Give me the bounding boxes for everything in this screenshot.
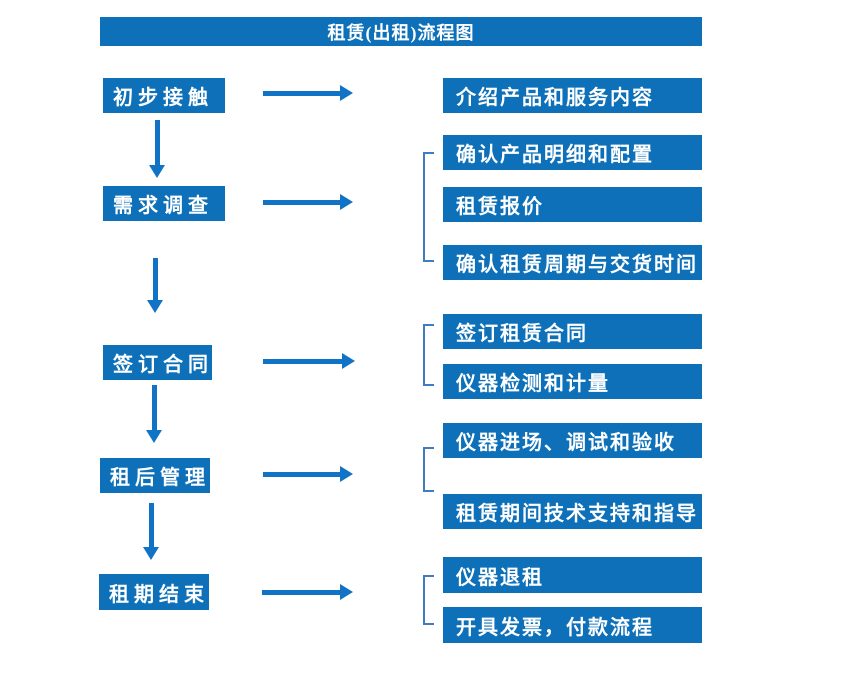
step-label: 需求调查 xyxy=(113,195,213,217)
right-arrow-icon xyxy=(262,584,353,600)
detail-label: 介绍产品和服务内容 xyxy=(456,87,654,109)
right-arrow-icon xyxy=(263,466,353,482)
arrow-head xyxy=(149,165,165,178)
detail-tech-support: 租赁期间技术支持和指导 xyxy=(443,494,702,529)
detail-label: 仪器进场、调试和验收 xyxy=(456,432,676,454)
group-bracket xyxy=(423,324,434,386)
detail-label: 仪器检测和计量 xyxy=(456,373,610,395)
arrow-head xyxy=(143,547,159,560)
arrow-shaft xyxy=(263,90,340,96)
detail-label: 签订租赁合同 xyxy=(456,323,588,345)
detail-label: 确认租赁周期与交货时间 xyxy=(456,254,698,276)
right-arrow-icon xyxy=(263,353,355,369)
arrow-shaft xyxy=(151,385,157,430)
down-arrow-icon xyxy=(146,385,162,443)
flowchart-title-bar: 租赁(出租)流程图 xyxy=(100,17,702,46)
detail-instrument-return: 仪器退租 xyxy=(443,557,702,593)
arrow-head xyxy=(147,300,163,313)
arrow-shaft xyxy=(148,503,154,547)
arrow-shaft xyxy=(263,471,340,477)
detail-label: 租赁报价 xyxy=(456,196,544,218)
right-arrow-icon xyxy=(263,85,353,101)
down-arrow-icon xyxy=(147,258,163,313)
arrow-shaft xyxy=(263,358,342,364)
step-label: 初步接触 xyxy=(113,87,213,109)
right-arrow-icon xyxy=(263,194,353,210)
down-arrow-icon xyxy=(143,503,159,560)
detail-instrument-testing: 仪器检测和计量 xyxy=(443,364,702,399)
group-bracket xyxy=(423,152,434,262)
detail-label: 仪器退租 xyxy=(456,566,544,589)
group-bracket xyxy=(423,447,434,492)
arrow-head xyxy=(146,430,162,443)
arrow-shaft xyxy=(154,120,160,165)
arrow-head xyxy=(340,584,353,600)
step-demand-survey: 需求调查 xyxy=(103,186,225,221)
flowchart-title: 租赁(出租)流程图 xyxy=(327,22,475,43)
down-arrow-icon xyxy=(149,120,165,178)
detail-label: 开具发票，付款流程 xyxy=(456,616,654,639)
detail-intro-products: 介绍产品和服务内容 xyxy=(443,78,702,113)
step-label: 租后管理 xyxy=(110,467,210,489)
detail-rental-quote: 租赁报价 xyxy=(443,187,702,222)
detail-sign-rental-contract: 签订租赁合同 xyxy=(443,314,702,349)
step-sign-contract: 签订合同 xyxy=(103,345,212,380)
arrow-head xyxy=(342,353,355,369)
arrow-head xyxy=(340,85,353,101)
detail-label: 租赁期间技术支持和指导 xyxy=(456,503,698,525)
detail-confirm-specs: 确认产品明细和配置 xyxy=(443,135,702,170)
detail-invoice-payment: 开具发票，付款流程 xyxy=(443,607,702,643)
group-bracket xyxy=(423,575,434,625)
step-label: 租期结束 xyxy=(109,583,209,606)
step-rental-end: 租期结束 xyxy=(99,574,209,610)
step-initial-contact: 初步接触 xyxy=(103,78,225,113)
arrow-head xyxy=(340,466,353,482)
detail-confirm-period-delivery: 确认租赁周期与交货时间 xyxy=(443,245,702,280)
detail-instrument-setup-acceptance: 仪器进场、调试和验收 xyxy=(443,423,702,458)
step-label: 签订合同 xyxy=(113,354,213,376)
arrow-shaft xyxy=(263,199,340,205)
detail-label: 确认产品明细和配置 xyxy=(456,144,654,166)
arrow-head xyxy=(340,194,353,210)
step-post-rental-management: 租后管理 xyxy=(100,458,210,493)
arrow-shaft xyxy=(262,589,340,595)
arrow-shaft xyxy=(152,258,158,300)
